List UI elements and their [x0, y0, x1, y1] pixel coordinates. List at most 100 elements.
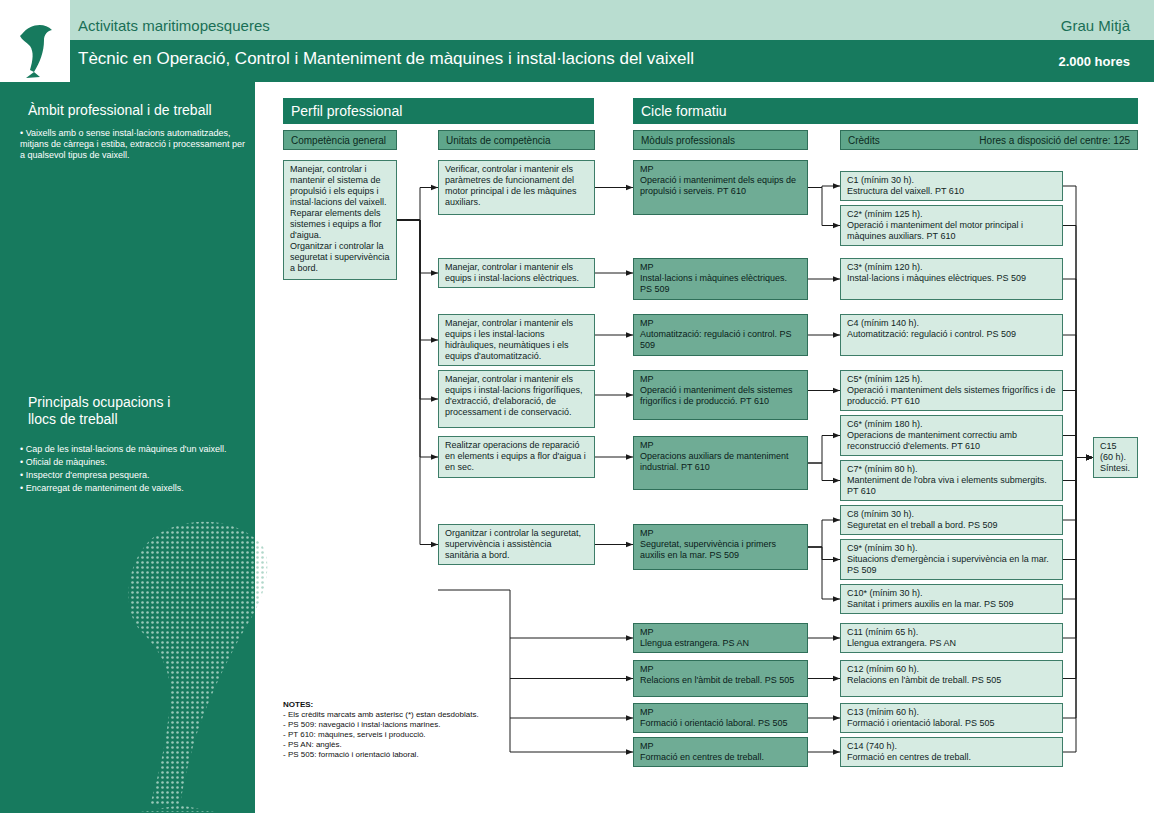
box-text: C13 (mínim 60 h).	[847, 707, 1056, 718]
connector	[1063, 186, 1093, 458]
process-box: C2* (mínim 125 h).Operació i manteniment…	[840, 205, 1063, 246]
note-line: - Els crèdits marcats amb asterisc (*) e…	[283, 710, 583, 720]
process-box: Manejar, controlar i mantenir els equips…	[438, 314, 595, 366]
box-text: Hores a disposició del centre: 125	[979, 135, 1130, 146]
connector	[397, 220, 438, 457]
connector	[1063, 458, 1093, 639]
box-text: C9* (mínim 30 h).	[847, 543, 1056, 554]
feed-trunk	[438, 590, 510, 752]
connector	[1063, 458, 1093, 560]
box-text: Perfil professional	[291, 103, 402, 119]
box-text: Realitzar operacions de reparació en ele…	[445, 440, 588, 473]
box-text: Situacions d'emergència i supervivència …	[847, 554, 1056, 576]
process-box: C13 (mínim 60 h).Formació i orientació l…	[840, 703, 1063, 733]
connector	[595, 457, 633, 458]
box-text: MP	[640, 440, 801, 451]
box-text: C15 (60 h). Síntesi.	[1100, 441, 1131, 474]
logo-fish	[20, 25, 52, 78]
box-text: Instal·lacions i màquines elèctriques. P…	[847, 273, 1056, 284]
box-text: C10* (mínim 30 h).	[847, 588, 1056, 599]
connector	[1063, 226, 1093, 458]
connector	[1063, 335, 1093, 458]
process-box: C1 (mínim 30 h).Estructura del vaixell. …	[840, 171, 1063, 201]
column-header: Mòduls professionals	[633, 130, 808, 150]
process-box: Manejar, controlar i mantenir els equips…	[438, 370, 595, 428]
connector	[808, 436, 840, 464]
box-text: MP	[640, 664, 801, 675]
box-text: Reparar elements dels sistemes i equips …	[290, 208, 390, 241]
box-text: Operació i manteniment dels equips de pr…	[640, 175, 801, 197]
box-text: Operació i manteniment del motor princip…	[847, 220, 1056, 242]
box-text: C3* (mínim 120 h).	[847, 262, 1056, 273]
connector	[1063, 458, 1093, 481]
connector	[808, 547, 840, 560]
connector	[397, 220, 438, 545]
box-text: C8 (mínim 30 h).	[847, 509, 1056, 520]
module-box: MPOperacions auxiliars de manteniment in…	[633, 436, 808, 490]
box-text: Operacions de manteniment correctiu amb …	[847, 430, 1056, 452]
title-bar	[70, 40, 1154, 82]
box-text: Crèdits	[848, 135, 880, 146]
box-text: C2* (mínim 125 h).	[847, 209, 1056, 220]
process-box: Manejar, controlar i mantenir els equips…	[438, 258, 595, 288]
connector	[595, 187, 633, 188]
box-text: Llengua estrangera. PS AN	[640, 638, 801, 649]
box-text: Manteniment de l'obra viva i elements su…	[847, 475, 1056, 497]
connector	[808, 638, 840, 639]
box-text: C5* (mínim 125 h).	[847, 374, 1056, 385]
connector	[595, 544, 633, 545]
box-text: Formació en centres de treball.	[847, 752, 1056, 763]
box-text: C6* (mínim 180 h).	[847, 419, 1056, 430]
box-text: Seguretat, supervivència i primers auxil…	[640, 539, 801, 561]
box-text: C1 (mínim 30 h).	[847, 175, 1056, 186]
box-text: MP	[640, 318, 801, 329]
box-text: C12 (mínim 60 h).	[847, 664, 1056, 675]
box-text: MP	[640, 374, 801, 385]
feed-arrow	[510, 718, 633, 719]
box-text: Cicle formatiu	[641, 103, 727, 119]
box-text: Manejar, controlar i mantenir els equips…	[445, 318, 588, 362]
connector	[808, 390, 840, 391]
module-box: MPOperació i manteniment dels sistemes f…	[633, 370, 808, 420]
box-text: Unitats de competència	[446, 135, 551, 146]
label-text: • Cap de les instal·lacions de màquines …	[20, 444, 248, 455]
box-text: Manejar, controlar i mantenir el sistema…	[290, 164, 390, 208]
feed-line	[438, 590, 633, 752]
feed-arrow	[510, 678, 633, 679]
connector	[808, 752, 840, 753]
process-box: C10* (mínim 30 h).Sanitat i primers auxi…	[840, 584, 1063, 614]
column-header: Unitats de competència	[438, 130, 595, 150]
box-text: Verificar, controlar i mantenir els parà…	[445, 164, 588, 208]
label-text: • Inspector d'empresa pesquera.	[20, 470, 248, 481]
section-band: Perfil professional	[283, 98, 594, 124]
box-text: Organitzar i controlar la seguretat i su…	[290, 241, 390, 274]
connector	[808, 547, 840, 599]
module-box: MPInstal·lacions i màquines elèctriques.…	[633, 258, 808, 300]
process-box: Realitzar operacions de reparació en ele…	[438, 436, 595, 478]
box-text: Competència general	[291, 135, 386, 146]
column-header: Crèdits Hores a disposició del centre: 12…	[840, 130, 1138, 150]
module-box: MPLlengua estrangera. PS AN	[633, 623, 808, 653]
connector	[595, 273, 633, 274]
box-text: Instal·lacions i màquines elèctriques. P…	[640, 273, 801, 295]
note-line: - PS 509: navegació i instal·lacions mar…	[283, 720, 583, 730]
connector	[1063, 458, 1093, 753]
label-text: • Encarregat de manteniment de vaixells.	[20, 483, 248, 494]
process-box: C3* (mínim 120 h).Instal·lacions i màqui…	[840, 258, 1063, 300]
process-box: C7* (mínim 80 h).Manteniment de l'obra v…	[840, 460, 1063, 501]
box-text: MP	[640, 164, 801, 175]
module-box: MPOperació i manteniment dels equips de …	[633, 160, 808, 215]
label-text: Grau Mitjà	[1061, 17, 1130, 34]
process-box: Verificar, controlar i mantenir els parà…	[438, 160, 595, 215]
process-box: C8 (mínim 30 h).Seguretat en el treball …	[840, 505, 1063, 535]
feed-arrow	[510, 752, 633, 753]
box-text: Llengua extrangera. PS AN	[847, 638, 1056, 649]
connector	[1063, 458, 1093, 679]
box-text: Manejar, controlar i mantenir els equips…	[445, 374, 588, 418]
box-text: Formació i orientació laboral. PS 505	[847, 718, 1056, 729]
box-text: MP	[640, 262, 801, 273]
title: Tècnic en Operació, Control i Mantenimen…	[78, 49, 694, 69]
box-text: Automatització: regulació i control. PS …	[847, 329, 1056, 340]
